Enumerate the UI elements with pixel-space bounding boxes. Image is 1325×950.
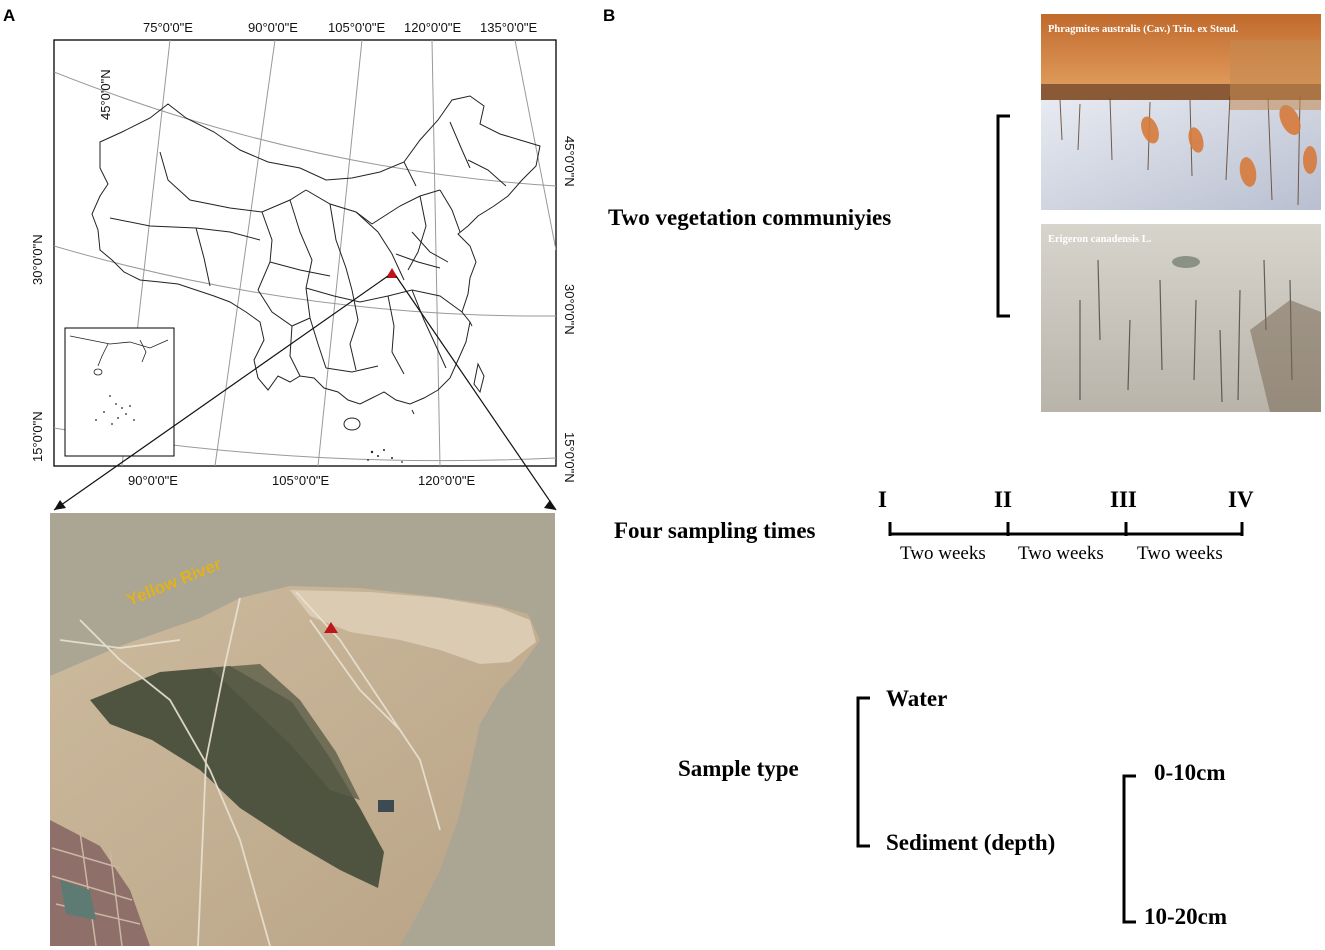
depth-0-10-label: 0-10cm	[1154, 760, 1226, 785]
map-site-marker	[386, 268, 398, 278]
zoom-line-left	[53, 275, 389, 511]
sample-type-label: Sample type	[678, 756, 799, 781]
reed-photo	[1041, 14, 1321, 210]
time-point-4: IV	[1228, 487, 1254, 512]
lon-bottom-label-3: 120°0'0"E	[418, 473, 476, 488]
time-point-1: I	[878, 487, 887, 512]
lon-top-label-5: 135°0'0"E	[480, 20, 538, 35]
sample-type-bracket	[856, 696, 870, 848]
time-point-2: II	[994, 487, 1012, 512]
sampling-label: Four sampling times	[614, 518, 816, 543]
panel-a-label: A	[3, 6, 16, 25]
lon-top-label-2: 90°0'0"E	[248, 20, 298, 35]
china-outline	[91, 95, 541, 431]
islands	[367, 449, 403, 463]
zoom-line-right	[395, 275, 557, 511]
lon-top-label-1: 75°0'0"E	[143, 20, 193, 35]
lon-bottom-label-1: 90°0'0"E	[128, 473, 178, 488]
inset-islands	[95, 395, 135, 425]
satellite-image	[50, 513, 555, 947]
sampling-timeline	[888, 522, 1244, 536]
depth-bracket	[1122, 774, 1136, 924]
vegetation-label: Two vegetation communiyies	[608, 205, 892, 230]
interval-2: Two weeks	[1018, 543, 1104, 564]
panel-b-label: B	[603, 6, 616, 25]
interval-1: Two weeks	[900, 543, 986, 564]
depth-10-20-label: 10-20cm	[1144, 904, 1228, 929]
reed-photo-caption: Phragmites australis (Cav.) Trin. ex Ste…	[1048, 24, 1239, 35]
lon-bottom-label-2: 105°0'0"E	[272, 473, 330, 488]
inset-detail	[69, 335, 169, 376]
time-point-3: III	[1110, 487, 1137, 512]
erigeron-photo-caption: Erigeron canadensis L.	[1048, 234, 1152, 245]
erigeron-photo	[1041, 224, 1321, 412]
inset-frame	[64, 327, 175, 457]
sediment-label: Sediment (depth)	[886, 830, 1056, 855]
vegetation-bracket	[996, 114, 1010, 318]
lon-top-label-3: 105°0'0"E	[328, 20, 386, 35]
interval-3: Two weeks	[1137, 543, 1223, 564]
lon-top-label-4: 120°0'0"E	[404, 20, 462, 35]
satellite-site-marker	[324, 622, 338, 633]
water-label: Water	[886, 686, 948, 711]
